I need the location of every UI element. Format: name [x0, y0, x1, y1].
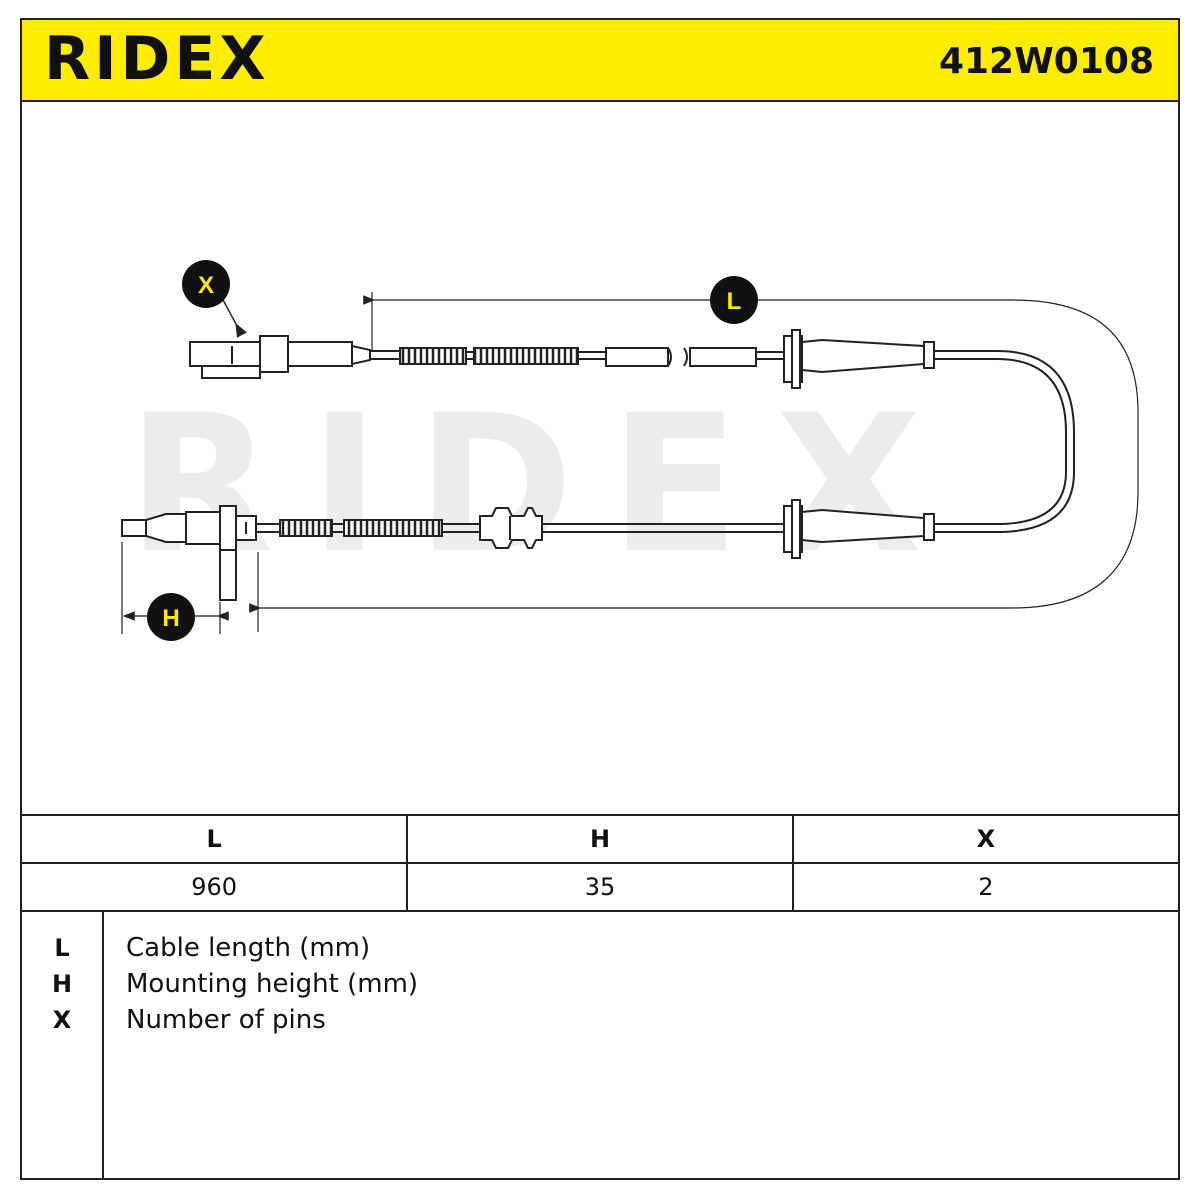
marker-h: H: [147, 593, 195, 641]
svg-text:H: H: [162, 605, 179, 632]
parameter-header-row: L H X: [22, 814, 1178, 864]
legend-key: H: [51, 970, 73, 998]
top-coil-sleeve-1: [399, 347, 467, 365]
svg-text:X: X: [198, 272, 214, 299]
legend-description: Number of pins: [126, 1005, 326, 1035]
top-plain-sleeve-1: [605, 347, 669, 367]
top-connector: [189, 335, 371, 379]
top-grommet: [783, 329, 935, 389]
bottom-coil-sleeve-2: [343, 519, 443, 537]
legend-item: H Mounting height (mm): [22, 966, 1178, 1002]
header-h: H: [406, 814, 794, 864]
marker-l: L: [710, 276, 758, 324]
marker-x: X: [182, 260, 230, 308]
brand-logo: RIDEX: [44, 24, 270, 94]
header-x: X: [791, 814, 1178, 864]
sensor-head: [121, 505, 257, 601]
legend: L Cable length (mm) H Mounting height (m…: [22, 912, 1178, 1180]
sensor-drawing: RIDEX: [22, 102, 1178, 814]
legend-key: L: [54, 934, 70, 962]
top-plain-sleeve-2: [689, 347, 757, 367]
bottom-grommet: [783, 499, 935, 559]
legend-item: X Number of pins: [22, 1002, 1178, 1038]
legend-description: Mounting height (mm): [126, 969, 419, 999]
part-number: 412W0108: [938, 41, 1154, 82]
legend-divider: [102, 912, 104, 1180]
legend-key: X: [52, 1006, 72, 1034]
cable-clip: [479, 507, 543, 549]
parameter-value-row: 960 35 2: [22, 862, 1178, 912]
datasheet: RIDEX 412W0108 RIDEX: [20, 18, 1180, 1180]
legend-description: Cable length (mm): [126, 933, 371, 963]
parameter-table: L H X 960 35 2: [22, 814, 1178, 912]
legend-item: L Cable length (mm): [22, 930, 1178, 966]
svg-text:L: L: [727, 288, 742, 315]
value-x: 2: [791, 862, 1178, 912]
value-l: 960: [22, 862, 409, 912]
abs-sensor-cable-diagram: X L H: [121, 260, 1139, 641]
bottom-coil-sleeve-1: [279, 519, 333, 537]
header-bar: RIDEX 412W0108: [22, 20, 1178, 102]
value-h: 35: [406, 862, 794, 912]
top-coil-sleeve-2: [473, 347, 579, 365]
header-l: L: [22, 814, 409, 864]
